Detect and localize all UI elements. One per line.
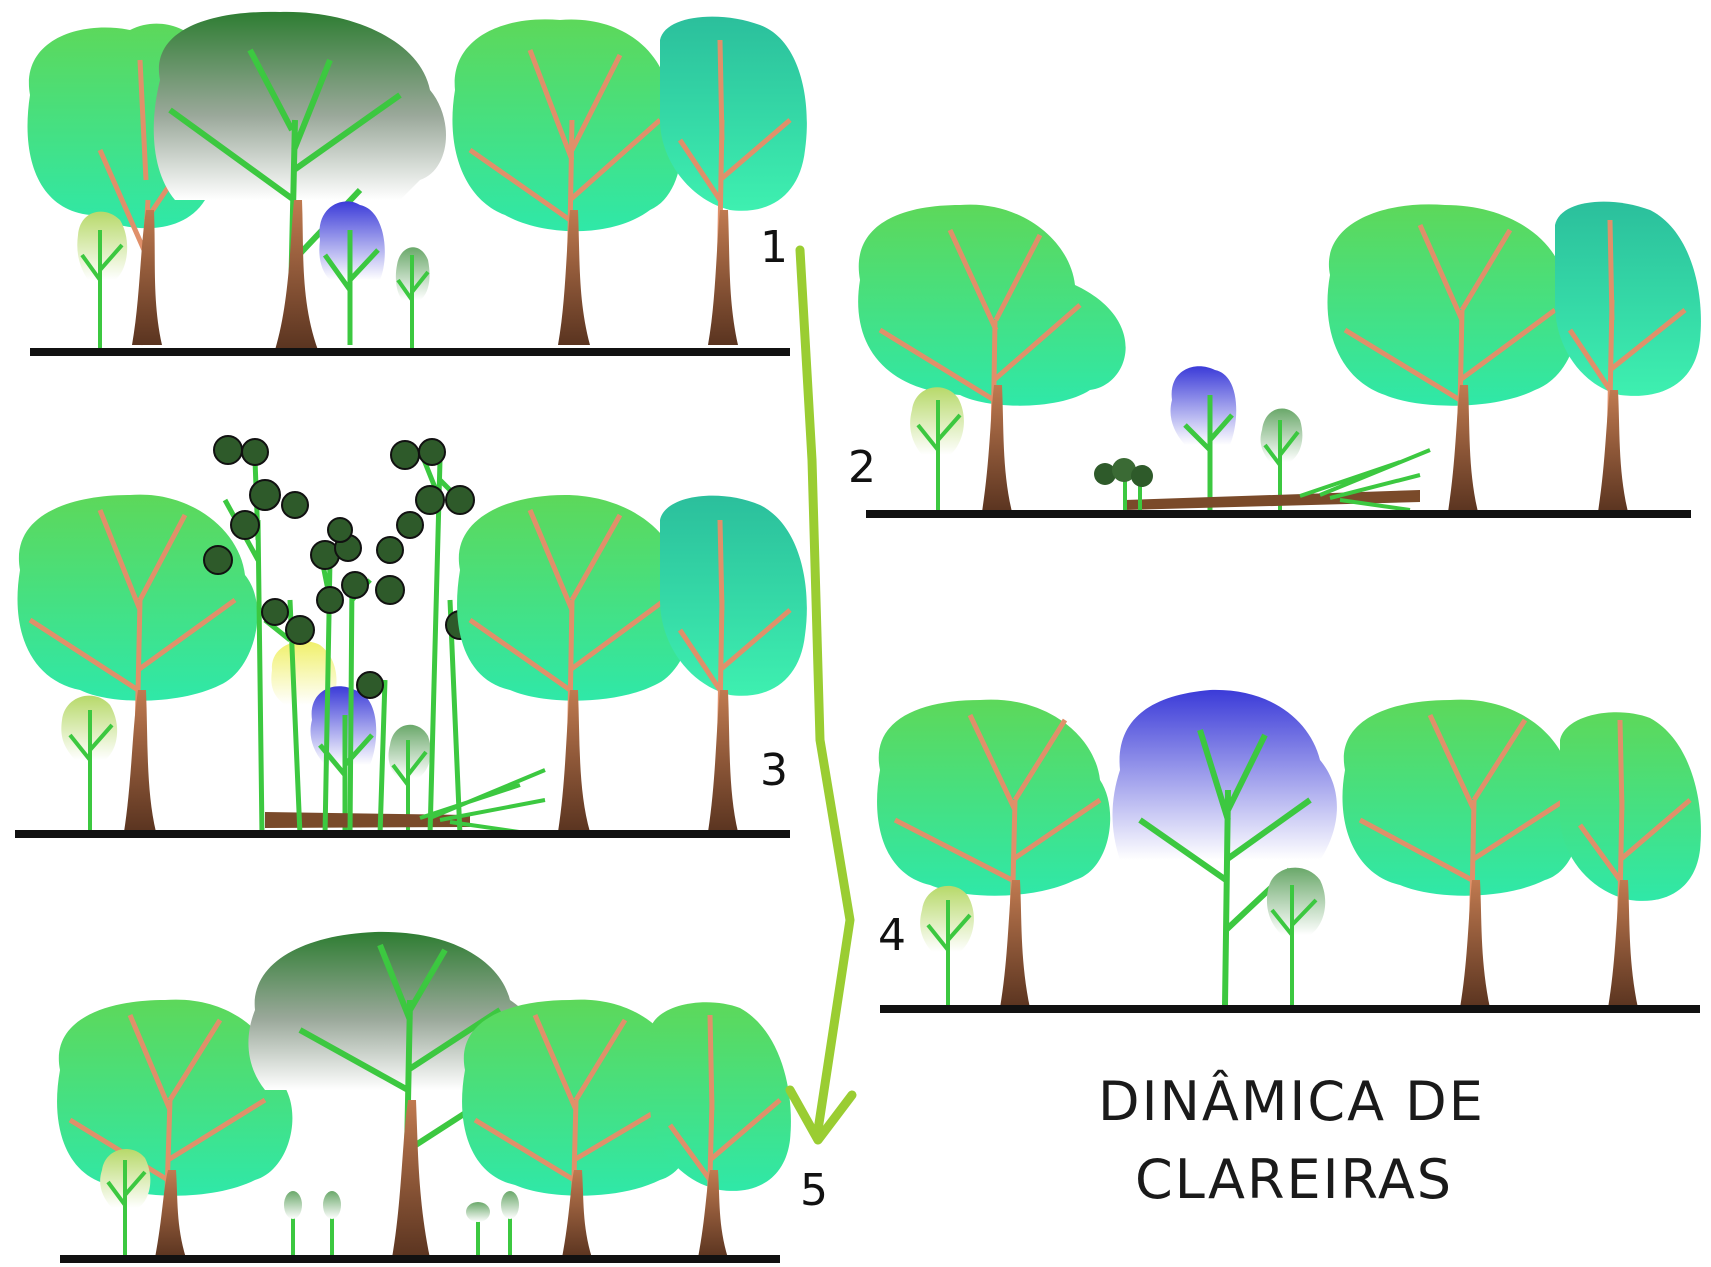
sapling	[61, 696, 117, 832]
stage-1-scene: 1	[28, 12, 807, 356]
blue-understory-tree	[311, 686, 377, 832]
stage-4-scene: 4	[877, 690, 1701, 1013]
succession-arrow	[790, 250, 852, 1140]
blue-understory-tree	[1171, 366, 1237, 512]
sapling	[920, 886, 974, 1005]
teal-canopy-tree	[1555, 202, 1701, 512]
ground-line	[60, 1255, 780, 1263]
stage-label-3: 3	[760, 745, 788, 796]
diagram-title: DINÂMICA DE CLAREIRAS	[1098, 1070, 1485, 1211]
canopy-tree	[1342, 700, 1580, 1008]
canopy-tree	[1560, 712, 1701, 1008]
ground-line	[30, 348, 790, 356]
title-line-2: CLAREIRAS	[1135, 1148, 1453, 1211]
canopy-tree	[18, 495, 258, 832]
ground-line	[15, 830, 790, 838]
blue-emergent-tree	[1113, 690, 1337, 1005]
canopy-tree	[877, 700, 1110, 1008]
canopy-tree	[452, 19, 681, 345]
stage-2-scene: 2	[848, 202, 1701, 518]
sapling	[1267, 868, 1325, 1005]
canopy-tree	[1327, 204, 1577, 512]
canopy-tree	[650, 1002, 791, 1258]
title-line-1: DINÂMICA DE	[1098, 1070, 1485, 1133]
sapling	[100, 1149, 150, 1255]
ground-line	[880, 1005, 1700, 1013]
stage-3-scene: 3	[15, 436, 807, 838]
stage-label-2: 2	[848, 442, 876, 493]
sapling	[396, 247, 430, 350]
stage-label-5: 5	[800, 1165, 828, 1216]
stage-label-4: 4	[878, 910, 906, 961]
teal-canopy-tree	[660, 17, 807, 345]
ground-line	[866, 510, 1691, 518]
sapling	[910, 387, 964, 510]
blue-understory-tree	[319, 201, 385, 345]
canopy-tree	[457, 495, 692, 832]
canopy-tree	[858, 205, 1126, 512]
stage-5-scene: 5	[57, 932, 828, 1263]
stage-label-1: 1	[760, 222, 788, 273]
sapling	[77, 212, 127, 348]
